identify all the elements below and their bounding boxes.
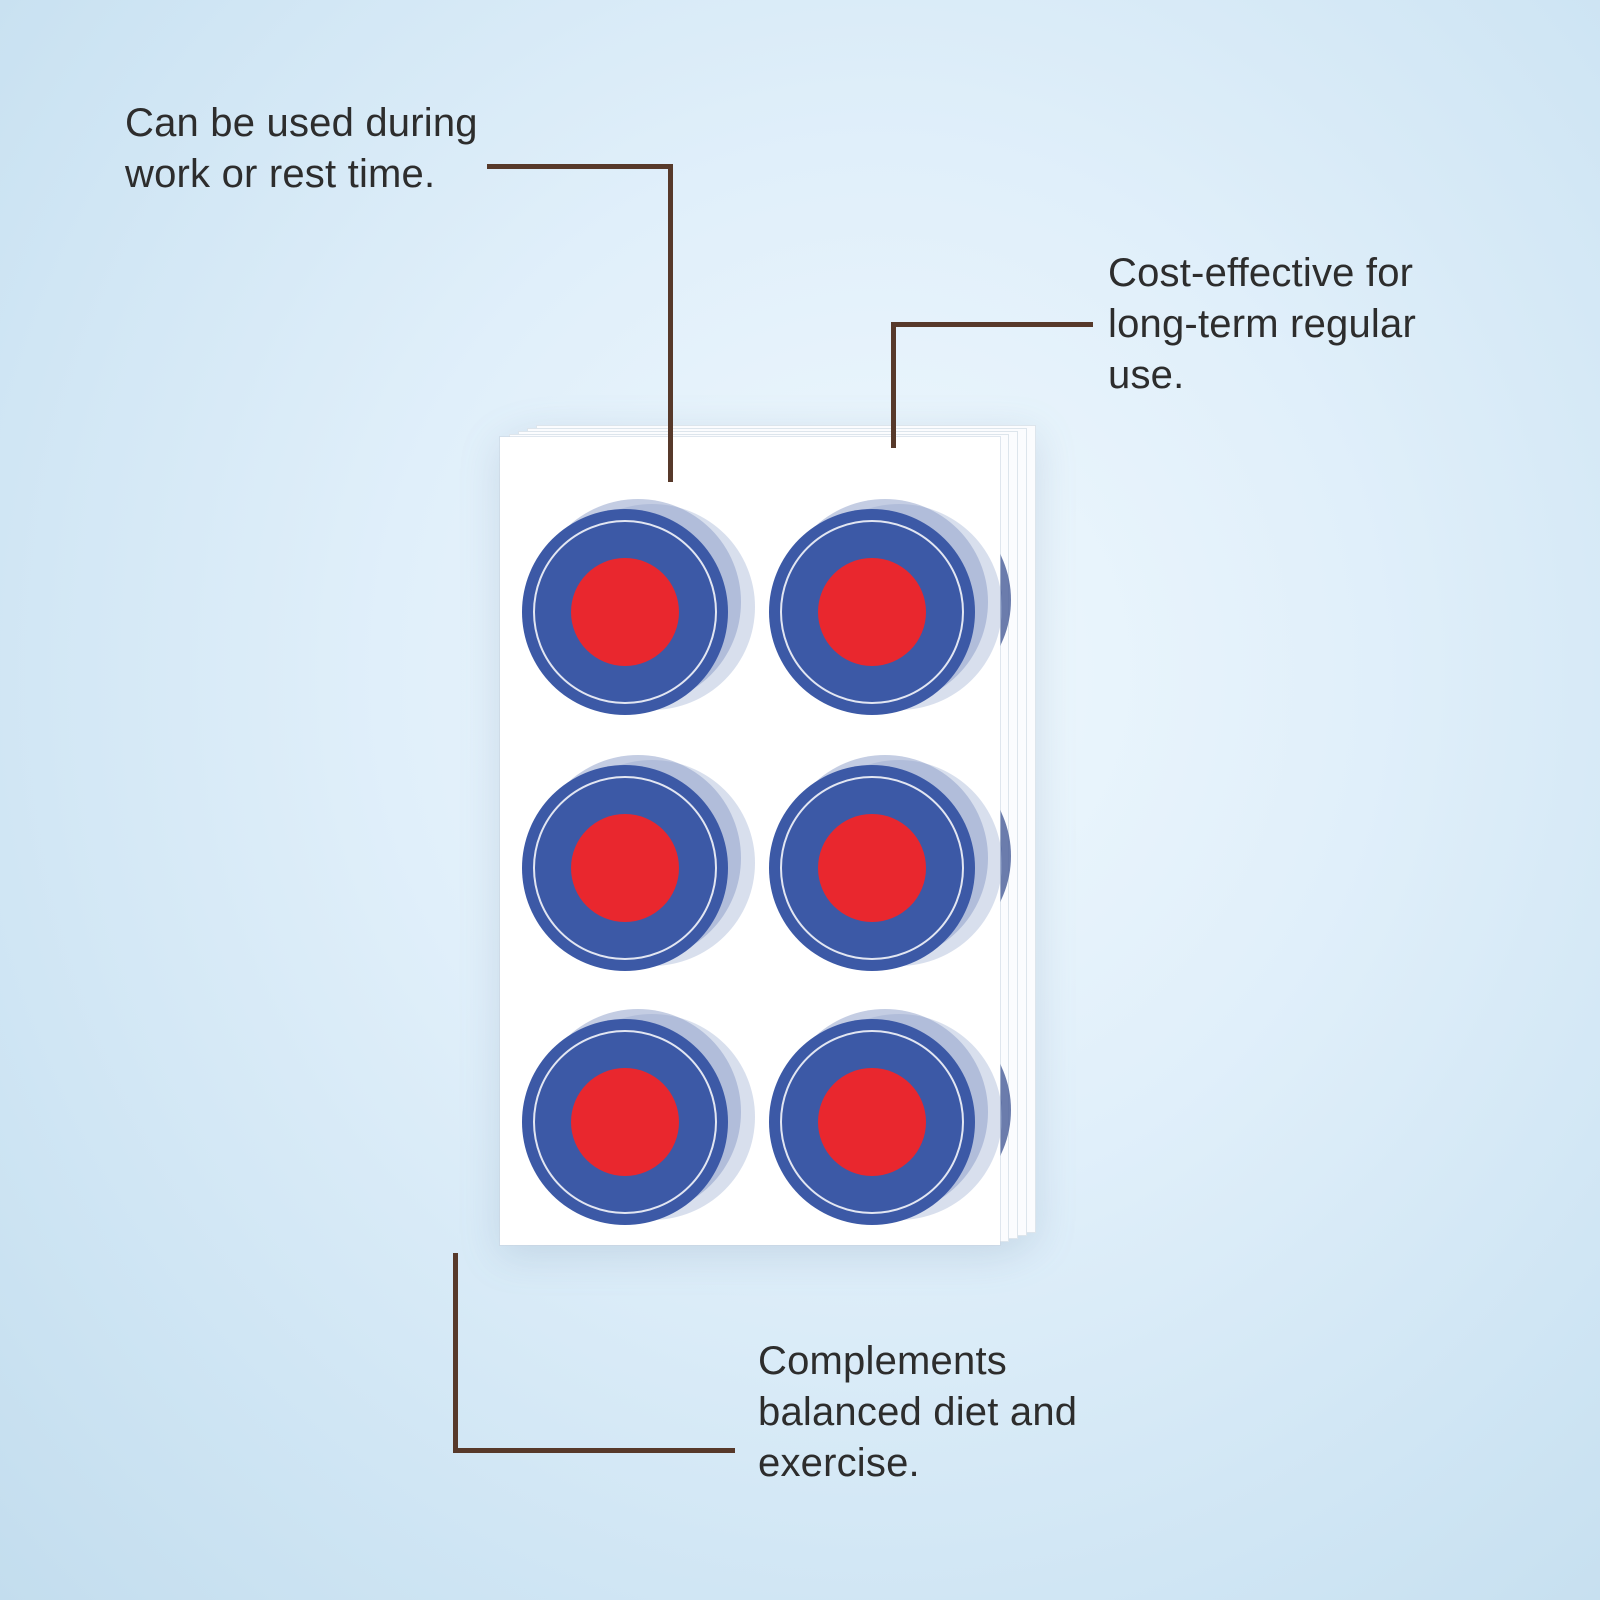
patch-core bbox=[571, 814, 679, 922]
callout-diet-exercise-line-vertical bbox=[453, 1253, 458, 1453]
callout-cost-effective-line-horizontal bbox=[891, 322, 1093, 327]
patch bbox=[769, 1009, 1002, 1225]
patch-circle bbox=[522, 509, 728, 715]
patch-circle bbox=[522, 765, 728, 971]
patch-ring bbox=[780, 520, 964, 704]
patch-ring bbox=[533, 776, 717, 960]
patch bbox=[522, 1009, 755, 1225]
patch-core bbox=[818, 558, 926, 666]
patch-sheet-front bbox=[500, 437, 1002, 1245]
patch bbox=[522, 499, 755, 715]
patch-circle bbox=[769, 509, 975, 715]
callout-work-rest-line-horizontal bbox=[487, 164, 673, 169]
callout-work-rest-line-vertical bbox=[668, 164, 673, 482]
patch-ring bbox=[780, 776, 964, 960]
patch-ring bbox=[533, 1030, 717, 1214]
patch bbox=[522, 755, 755, 971]
patch bbox=[769, 755, 1002, 971]
patch bbox=[769, 499, 1002, 715]
patch-sheet-stack bbox=[500, 425, 1048, 1253]
patch-core bbox=[818, 1068, 926, 1176]
callout-cost-effective-line-vertical bbox=[891, 322, 896, 448]
patch-ring bbox=[533, 520, 717, 704]
patch-ring bbox=[780, 1030, 964, 1214]
patch-core bbox=[571, 1068, 679, 1176]
callout-diet-exercise-line-horizontal bbox=[453, 1448, 735, 1453]
callout-cost-effective-text: Cost-effective for long-term regular use… bbox=[1108, 251, 1416, 397]
patch-core bbox=[818, 814, 926, 922]
patch-core bbox=[571, 558, 679, 666]
patch-circle bbox=[522, 1019, 728, 1225]
patch-circle bbox=[769, 765, 975, 971]
callout-work-rest-text: Can be used during work or rest time. bbox=[125, 101, 478, 196]
patch-circle bbox=[769, 1019, 975, 1225]
callout-diet-exercise-text: Complements balanced diet and exercise. bbox=[758, 1339, 1078, 1485]
